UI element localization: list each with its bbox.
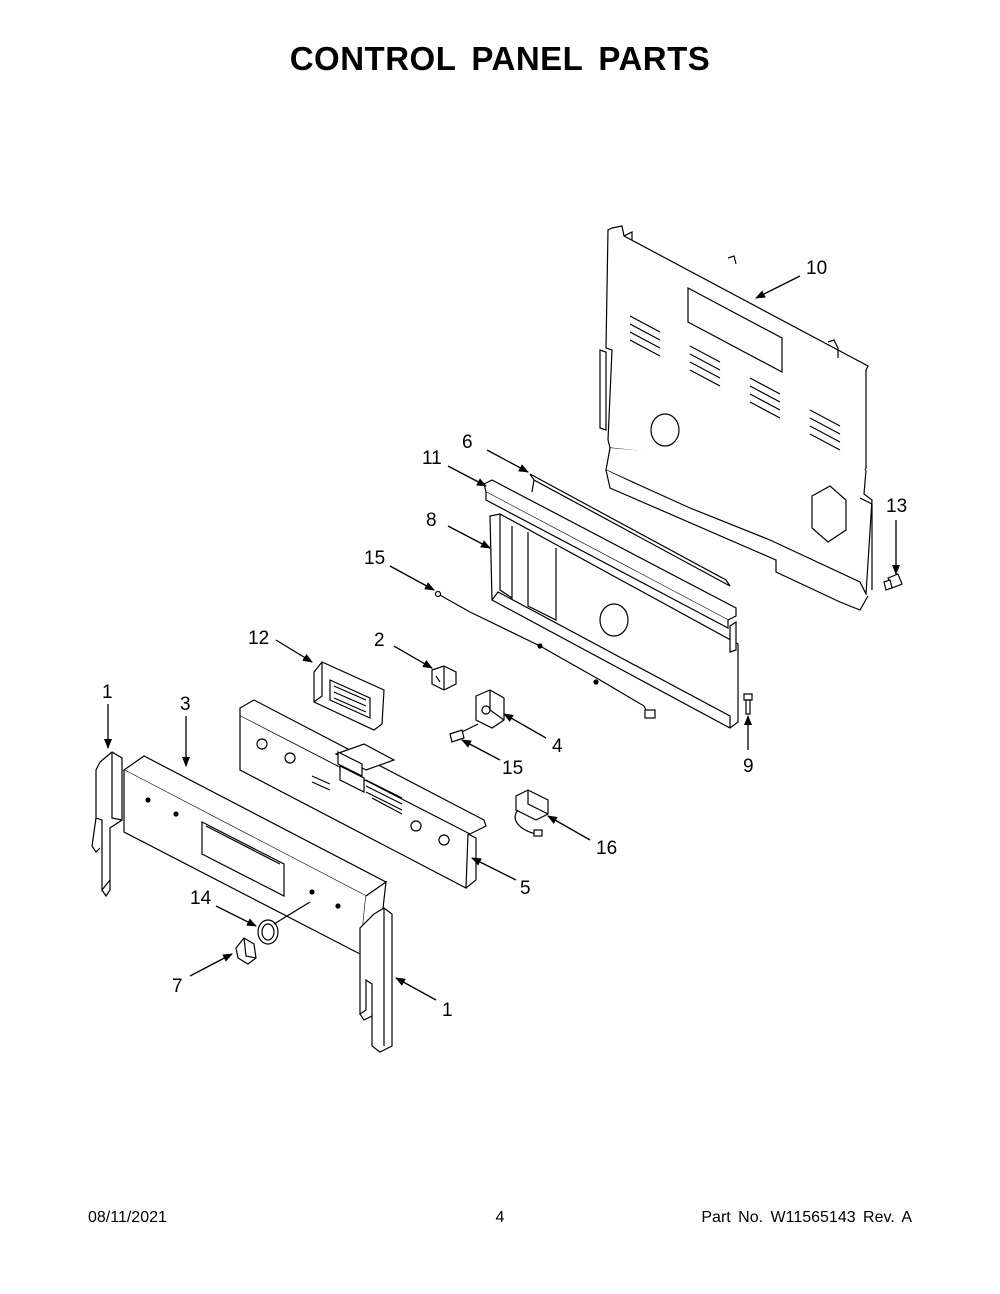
callout-9: 9: [743, 756, 754, 777]
footer-page-number: 4: [495, 1209, 505, 1226]
part-3-front-console: [122, 755, 388, 955]
part-11-trim: [483, 479, 737, 629]
callout-15-upper: 15: [364, 548, 385, 569]
part-1-right-end-cap: [359, 907, 393, 1053]
callout-3: 3: [180, 694, 191, 715]
part-10-rear-panel: [599, 225, 873, 611]
callout-8: 8: [426, 510, 437, 531]
part-16-igniter-switch: [514, 789, 549, 837]
callout-16: 16: [596, 838, 617, 859]
callout-15-lower: 15: [502, 758, 523, 779]
part-14-bezel: [257, 919, 279, 945]
part-1-left-end-cap: [91, 751, 123, 898]
part-6-bracket: [529, 473, 731, 587]
part-4-switch-box: [475, 689, 505, 729]
callout-2: 2: [374, 630, 385, 651]
footer-date: 08/11/2021: [88, 1209, 167, 1226]
callout-11: 11: [422, 448, 442, 469]
part-9-screw: [743, 693, 753, 715]
callout-4: 4: [552, 736, 563, 757]
callout-1-left: 1: [102, 682, 113, 703]
callout-7: 7: [172, 976, 183, 997]
callout-10: 10: [806, 258, 827, 279]
part-2-switch: [431, 665, 457, 691]
part-12-control-board: [313, 661, 385, 731]
part-5-panel-frame: [239, 699, 487, 889]
callout-1-right: 1: [442, 1000, 453, 1021]
callout-6: 6: [462, 432, 473, 453]
page-title: CONTROL PANEL PARTS: [289, 40, 711, 77]
footer-part-number: Part No. W11565143 Rev. A: [701, 1209, 912, 1226]
part-15-screw: [449, 723, 479, 743]
callout-12: 12: [248, 628, 269, 649]
callout-labels: 10 6 11 8 13 15 12 2 1 3 4 15 9 16 5 14 …: [102, 258, 907, 1021]
part-7-knob: [235, 937, 257, 965]
callout-13: 13: [886, 496, 907, 517]
part-8-housing: [489, 513, 739, 729]
callout-leaders: [104, 275, 900, 1001]
part-13-screw: [883, 573, 903, 591]
callout-14: 14: [190, 888, 212, 909]
callout-5: 5: [520, 878, 531, 899]
part-15-wire-harness: [434, 590, 656, 719]
